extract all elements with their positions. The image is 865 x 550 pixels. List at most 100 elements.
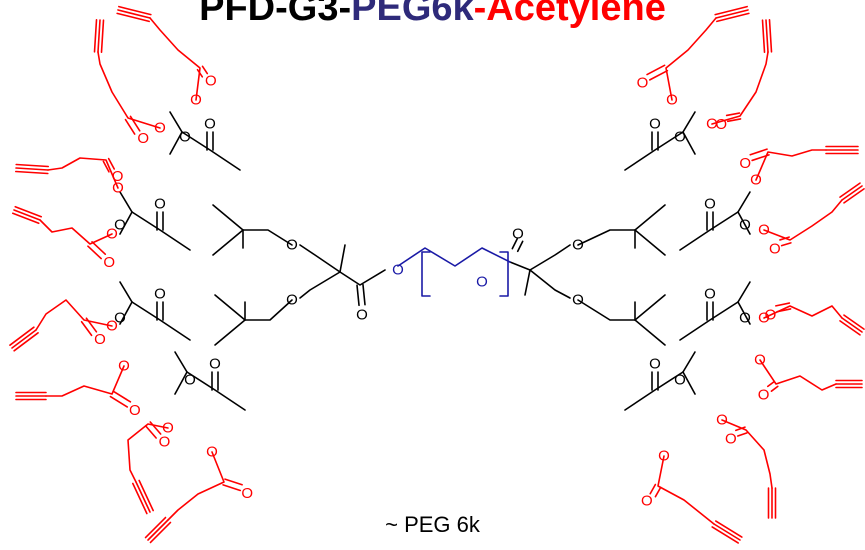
core-methyl xyxy=(339,244,346,273)
core-bond xyxy=(624,371,684,411)
alkyne-bond xyxy=(841,317,863,333)
alkyne-bond xyxy=(768,18,773,53)
oxygen-atom-label: O xyxy=(765,306,777,323)
peg-chain xyxy=(397,247,511,267)
oxygen-atom-label: O xyxy=(204,116,216,133)
oxygen-atom-label: O xyxy=(162,420,174,437)
pentynoate-chain xyxy=(657,455,715,525)
core-bond xyxy=(682,371,696,395)
pentynoate-chain xyxy=(45,365,125,397)
oxygen-atom-label: O xyxy=(769,240,781,257)
oxygen-atom-label: O xyxy=(704,196,716,213)
core-bond xyxy=(682,131,696,155)
oxygen-atom-label: O xyxy=(572,292,584,309)
alkyne-bond xyxy=(713,523,741,541)
oxygen-atom-label: O xyxy=(739,310,751,327)
alkyne-bond xyxy=(14,205,43,218)
oxygen-atom-label: O xyxy=(572,237,584,254)
oxygen-atom-label: O xyxy=(206,444,218,461)
pentynoate-chain xyxy=(763,305,843,319)
carbonyl xyxy=(102,160,110,173)
oxygen-atom-label: O xyxy=(154,286,166,303)
pentynoate-chain xyxy=(127,423,169,483)
carbonyl xyxy=(511,237,519,250)
carbonyl xyxy=(201,65,209,75)
alkyne-bond xyxy=(715,520,743,538)
alkyne-bond xyxy=(761,19,766,54)
oxygen-atom-label: O xyxy=(159,434,171,451)
core-methyl xyxy=(524,269,531,296)
alkyne-bond xyxy=(100,19,105,54)
alkyne-bond xyxy=(97,19,101,53)
carbonyl xyxy=(726,118,742,123)
pentynoate-chain xyxy=(167,451,225,521)
oxygen-atom-label: O xyxy=(154,120,166,137)
alkyne-bond xyxy=(765,19,769,53)
alkyne-bond xyxy=(11,329,37,349)
carbonyl xyxy=(770,385,779,393)
peg-bracket-right xyxy=(499,251,509,297)
pentynoate-chain xyxy=(35,299,113,331)
carbonyl xyxy=(196,68,204,78)
oxygen-atom-label: O xyxy=(704,286,716,303)
core-bond xyxy=(679,301,739,341)
oxygen-atom-label: O xyxy=(112,180,124,197)
oxygen-atom-label: O xyxy=(103,254,115,271)
oxygen-atom-label: O xyxy=(649,356,661,373)
oxygen-atom-label: O xyxy=(649,116,661,133)
alkyne-bond xyxy=(714,5,748,16)
title-part-acetylene: -Acetylene xyxy=(473,0,666,29)
peg-footnote: ~ PEG 6k xyxy=(385,512,480,537)
carbonyl xyxy=(222,484,242,492)
core-bond xyxy=(299,244,386,286)
title-part-core: PFD-G3- xyxy=(199,0,352,29)
oxygen-atom-label: O xyxy=(209,356,221,373)
carbonyl xyxy=(766,380,776,388)
oxygen-atom-label: O xyxy=(94,331,106,348)
oxygen-atom-label: O xyxy=(106,318,118,335)
carbonyl xyxy=(356,284,360,307)
alkyne-bond xyxy=(93,18,98,53)
core-bond xyxy=(169,131,183,155)
core-bond xyxy=(737,211,751,235)
oxygen-atom-label: O xyxy=(512,226,524,243)
core-bond xyxy=(214,319,246,346)
carbonyl xyxy=(112,390,132,403)
core-bond xyxy=(186,371,246,411)
oxygen-atom-label: O xyxy=(758,222,770,239)
pentynoate-chain xyxy=(759,359,837,391)
alkyne-bond xyxy=(715,9,749,19)
alkyne-bond xyxy=(144,516,167,539)
carbonyl xyxy=(85,317,98,333)
carbonyl xyxy=(725,112,741,117)
alkyne-bond xyxy=(147,519,169,541)
oxygen-atom-label: O xyxy=(750,172,762,189)
carbonyl xyxy=(109,395,129,408)
alkyne-bond xyxy=(839,320,861,336)
core-bond xyxy=(634,229,666,256)
core-bond xyxy=(682,351,696,373)
oxygen-atom-label: O xyxy=(725,431,737,448)
oxygen-atom-label: O xyxy=(674,372,686,389)
oxygen-atom-label: O xyxy=(637,75,649,92)
alkyne-bond xyxy=(118,5,152,16)
pentynoate-chain xyxy=(97,51,161,129)
oxygen-atom-label: O xyxy=(739,217,751,234)
oxygen-atom-label: O xyxy=(118,358,130,375)
oxygen-atom-label: O xyxy=(758,310,770,327)
carbonyl xyxy=(80,320,93,337)
pentynoate-chain xyxy=(711,51,769,125)
oxygen-atom-label: O xyxy=(114,310,126,327)
core-bond xyxy=(634,294,666,321)
oxygen-labels: OOOOOOOOOOOOOOOOOOOOOOOOOOOOOOOOOOOOOOOO… xyxy=(94,73,780,510)
alkyne-bond xyxy=(11,212,40,225)
oxygen-atom-label: O xyxy=(706,116,718,133)
pentynoate-chain xyxy=(149,17,201,101)
oxygen-atom-label: O xyxy=(356,307,368,324)
title-part-peg: PEG6k xyxy=(351,0,474,29)
alkyne-bond xyxy=(117,9,151,19)
dendron-core-bonds xyxy=(119,111,751,411)
carbonyl xyxy=(87,245,102,260)
acetylene-terminals xyxy=(9,5,865,544)
